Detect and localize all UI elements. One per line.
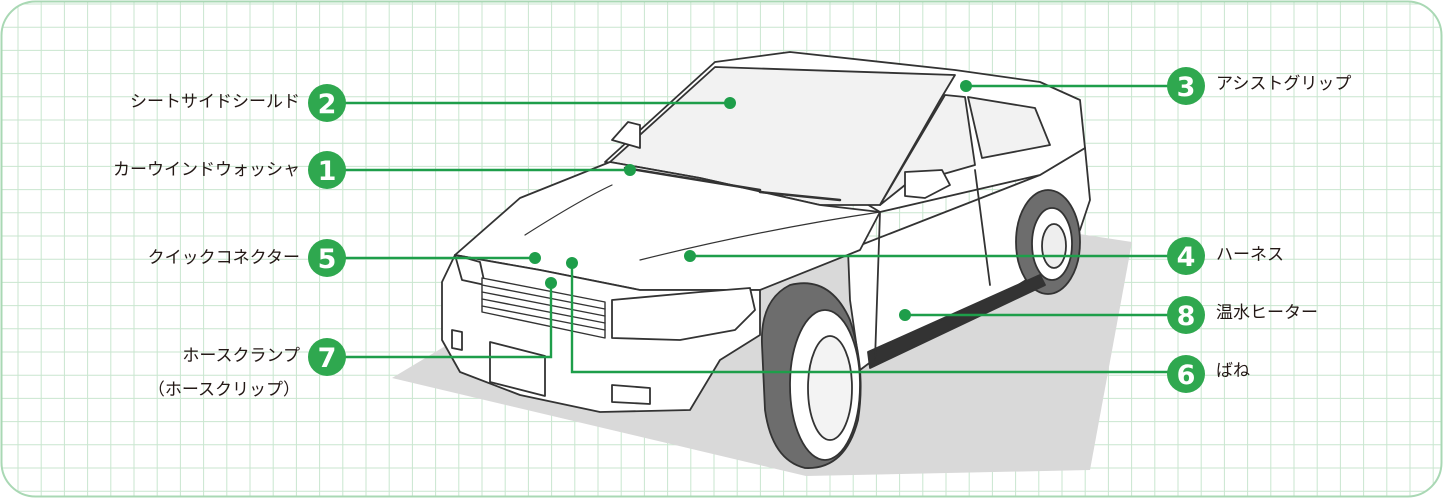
label-car-window-washer: カーウインドウォッシャ xyxy=(113,160,300,180)
label-water-heater: 温水ヒーター xyxy=(1216,303,1318,323)
dot-6 xyxy=(566,257,578,269)
badge-number: 5 xyxy=(318,244,337,275)
fog-light-right xyxy=(612,385,650,404)
rear-wheel xyxy=(1016,190,1080,294)
badge-6: 6 xyxy=(1167,355,1205,393)
dot-7 xyxy=(545,277,557,289)
dot-2 xyxy=(724,97,736,109)
label-hose-clamp: ホースクランプ xyxy=(182,346,300,366)
badge-8: 8 xyxy=(1167,296,1205,334)
badge-3: 3 xyxy=(1167,67,1205,105)
label-assist-grip: アシストグリップ xyxy=(1216,74,1351,94)
badge-4: 4 xyxy=(1167,237,1205,275)
front-wheel xyxy=(762,283,861,468)
label-seat-side-shield: シートサイドシールド xyxy=(130,92,300,112)
badge-7: 7 xyxy=(308,338,346,376)
badge-number: 6 xyxy=(1177,360,1196,391)
badge-5: 5 xyxy=(308,239,346,277)
dot-5 xyxy=(529,252,541,264)
badge-number: 2 xyxy=(318,89,337,120)
badge-number: 8 xyxy=(1177,301,1196,332)
dot-4 xyxy=(684,250,696,262)
badge-number: 3 xyxy=(1177,72,1196,103)
badge-2: 2 xyxy=(308,84,346,122)
mirror-left xyxy=(612,122,640,148)
dot-1 xyxy=(624,164,636,176)
dot-8 xyxy=(899,309,911,321)
badge-1: 1 xyxy=(308,151,346,189)
badge-number: 7 xyxy=(318,343,337,374)
label-quick-connector: クイックコネクター xyxy=(148,248,300,268)
label-harness: ハーネス xyxy=(1216,245,1284,265)
badge-number: 1 xyxy=(318,156,337,187)
label-spring: ばね xyxy=(1216,361,1250,381)
dot-3 xyxy=(960,80,972,92)
fog-light-left xyxy=(452,330,462,350)
label-hose-clip: （ホースクリップ） xyxy=(148,380,300,400)
badge-number: 4 xyxy=(1177,242,1196,273)
